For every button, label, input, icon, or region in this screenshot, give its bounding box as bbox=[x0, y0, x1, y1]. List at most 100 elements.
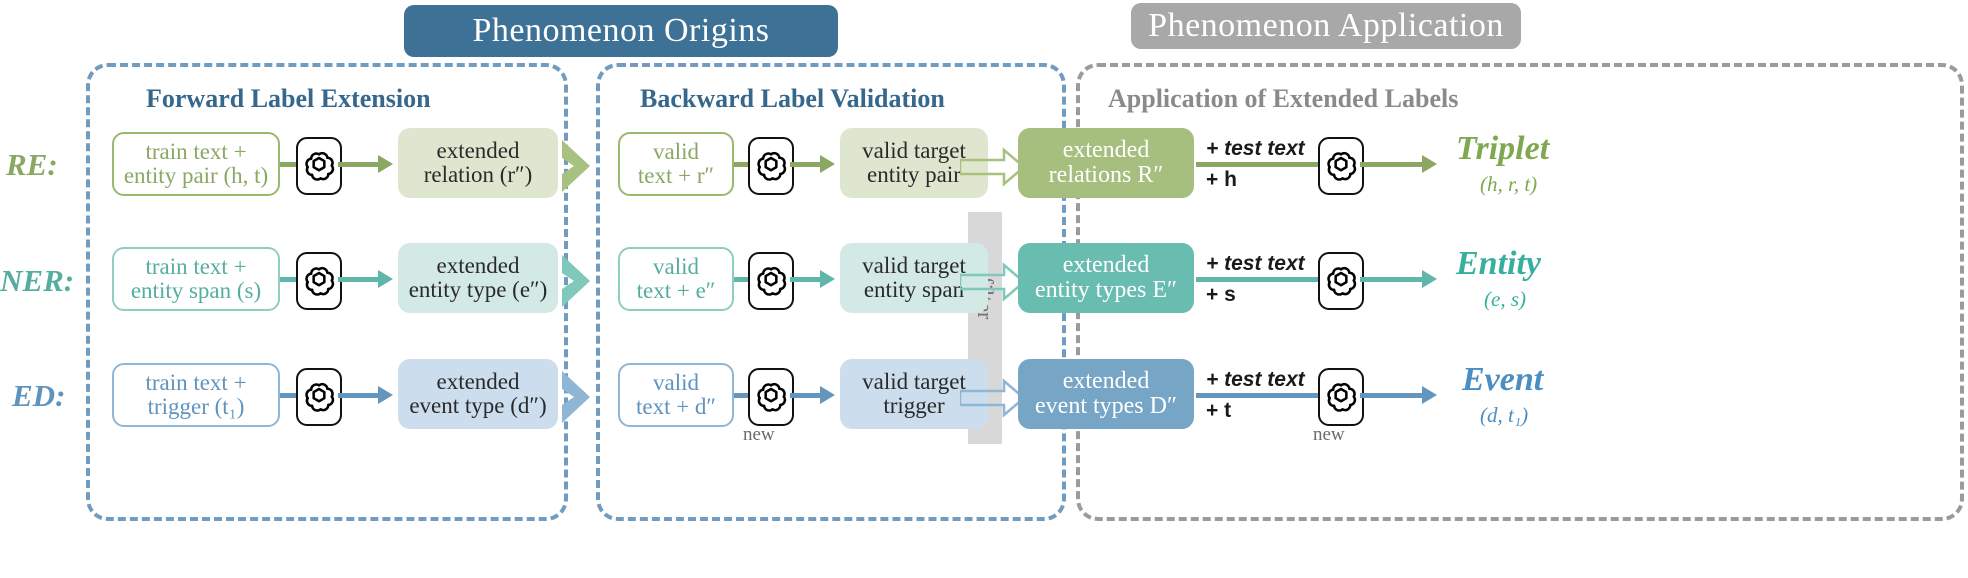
openai-icon-ner-apply bbox=[1318, 252, 1364, 310]
forward-output-box-ner: extended entity type (e″) bbox=[398, 243, 558, 313]
openai-icon-ner-backward bbox=[748, 252, 794, 310]
chevron-separator-ner bbox=[562, 255, 590, 307]
arrowhead-ed-1 bbox=[378, 386, 393, 404]
model-note-ed-apply: new bbox=[1313, 424, 1345, 445]
openai-icon-re-apply bbox=[1318, 137, 1364, 195]
valid-line1-re: valid bbox=[653, 138, 699, 164]
arrowhead-re-3 bbox=[1422, 155, 1437, 173]
task-label-ner: NER: bbox=[0, 263, 75, 298]
title-application-of-extended-labels: Application of Extended Labels bbox=[1108, 84, 1459, 113]
extended-line2-ed: event types D″ bbox=[1035, 393, 1177, 419]
test-var-re: + h bbox=[1206, 168, 1237, 191]
test-var-ner: + s bbox=[1206, 283, 1236, 306]
arrowhead-re-1 bbox=[378, 155, 393, 173]
forward-output-line2-ner: entity type (e″) bbox=[408, 277, 548, 302]
banner-phenomenon-application: Phenomenon Application bbox=[1131, 3, 1521, 49]
connector-ed-1 bbox=[280, 393, 310, 398]
connector-re-2 bbox=[338, 162, 382, 167]
input-line1-ed: train text + bbox=[145, 369, 247, 395]
connector-re-5 bbox=[1196, 162, 1342, 167]
arrowhead-ner-3 bbox=[1422, 270, 1437, 288]
extended-labels-box-re: extended relations R″ bbox=[1018, 128, 1194, 198]
arrowhead-ner-2 bbox=[820, 270, 835, 288]
input-box-re: train text + entity pair (h, t) bbox=[112, 132, 280, 196]
filter-arrow-ed bbox=[960, 378, 1026, 418]
openai-icon-ed-forward bbox=[296, 368, 342, 426]
test-text-re: + test text bbox=[1206, 137, 1305, 160]
valid-text-box-ner: valid text + e″ bbox=[618, 247, 734, 311]
output-tuple-re: (h, r, t) bbox=[1480, 172, 1538, 196]
valid-target-line1-ed: valid target bbox=[862, 368, 966, 394]
valid-target-line1-re: valid target bbox=[862, 137, 966, 163]
arrowhead-ed-3 bbox=[1422, 386, 1437, 404]
connector-ed-5 bbox=[1196, 393, 1342, 398]
openai-icon-ed-apply bbox=[1318, 368, 1364, 426]
task-label-ed: ED: bbox=[12, 378, 66, 413]
arrowhead-ed-2 bbox=[820, 386, 835, 404]
connector-ner-4 bbox=[790, 277, 824, 282]
openai-icon-re-backward bbox=[748, 137, 794, 195]
openai-icon-ner-forward bbox=[296, 252, 342, 310]
title-backward-label-validation: Backward Label Validation bbox=[640, 84, 945, 113]
forward-output-box-re: extended relation (r″) bbox=[398, 128, 558, 198]
output-tuple-ed: (d, t₁) bbox=[1480, 403, 1529, 427]
extended-line2-ner: entity types E″ bbox=[1035, 277, 1177, 303]
connector-ner-5 bbox=[1196, 277, 1342, 282]
valid-line2-re: text + r″ bbox=[637, 163, 715, 188]
valid-target-line2-ed: trigger bbox=[883, 393, 945, 418]
connector-ner-1 bbox=[280, 277, 310, 282]
extended-line1-ner: extended bbox=[1062, 251, 1150, 278]
input-line2-ed: trigger (t₁) bbox=[147, 394, 245, 419]
test-text-ed: + test text bbox=[1206, 368, 1305, 391]
connector-re-4 bbox=[790, 162, 824, 167]
input-line2-ner: entity span (s) bbox=[130, 278, 262, 303]
banner-phenomenon-origins: Phenomenon Origins bbox=[404, 5, 838, 57]
filter-arrow-re bbox=[960, 147, 1026, 187]
input-box-ed: train text + trigger (t₁) bbox=[112, 363, 280, 427]
model-note-ed-backward: new bbox=[743, 424, 775, 445]
valid-line1-ner: valid bbox=[653, 253, 699, 279]
forward-output-line2-re: relation (r″) bbox=[423, 162, 533, 187]
forward-output-line1-ed: extended bbox=[436, 368, 520, 394]
valid-line1-ed: valid bbox=[653, 369, 699, 395]
valid-target-line2-ner: entity span bbox=[863, 277, 965, 302]
valid-target-line2-re: entity pair bbox=[867, 162, 961, 187]
connector-ner-6 bbox=[1360, 277, 1426, 282]
forward-output-box-ed: extended event type (d″) bbox=[398, 359, 558, 429]
connector-ed-6 bbox=[1360, 393, 1426, 398]
input-line2-re: entity pair (h, t) bbox=[123, 163, 269, 188]
chevron-separator-ed bbox=[562, 371, 590, 423]
output-name-ner: Entity bbox=[1456, 245, 1542, 282]
input-line1-re: train text + bbox=[145, 138, 247, 164]
chevron-separator-re bbox=[562, 140, 590, 192]
forward-output-line1-re: extended bbox=[436, 137, 520, 163]
output-name-ed: Event bbox=[1462, 361, 1544, 398]
output-tuple-ner: (e, s) bbox=[1484, 287, 1526, 311]
connector-ner-2 bbox=[338, 277, 382, 282]
forward-output-line2-ed: event type (d″) bbox=[409, 393, 547, 418]
connector-ed-2 bbox=[338, 393, 382, 398]
extended-line1-ed: extended bbox=[1062, 367, 1150, 394]
valid-line2-ed: text + d″ bbox=[635, 394, 717, 419]
arrowhead-ner-1 bbox=[378, 270, 393, 288]
connector-re-1 bbox=[280, 162, 310, 167]
input-line1-ner: train text + bbox=[145, 253, 247, 279]
extended-labels-box-ed: extended event types D″ bbox=[1018, 359, 1194, 429]
task-label-re: RE: bbox=[6, 147, 58, 182]
valid-target-box-ner: valid target entity span bbox=[840, 243, 988, 313]
filter-arrow-ner bbox=[960, 262, 1026, 302]
title-forward-label-extension: Forward Label Extension bbox=[146, 84, 431, 113]
valid-target-box-ed: valid target trigger bbox=[840, 359, 988, 429]
forward-output-line1-ner: extended bbox=[436, 252, 520, 278]
output-name-re: Triplet bbox=[1456, 130, 1550, 167]
valid-text-box-ed: valid text + d″ bbox=[618, 363, 734, 427]
valid-text-box-re: valid text + r″ bbox=[618, 132, 734, 196]
openai-icon-re-forward bbox=[296, 137, 342, 195]
input-box-ner: train text + entity span (s) bbox=[112, 247, 280, 311]
test-text-ner: + test text bbox=[1206, 252, 1305, 275]
extended-labels-box-ner: extended entity types E″ bbox=[1018, 243, 1194, 313]
arrowhead-re-2 bbox=[820, 155, 835, 173]
valid-target-box-re: valid target entity pair bbox=[840, 128, 988, 198]
test-var-ed: + t bbox=[1206, 399, 1232, 422]
extended-line2-re: relations R″ bbox=[1048, 162, 1164, 188]
